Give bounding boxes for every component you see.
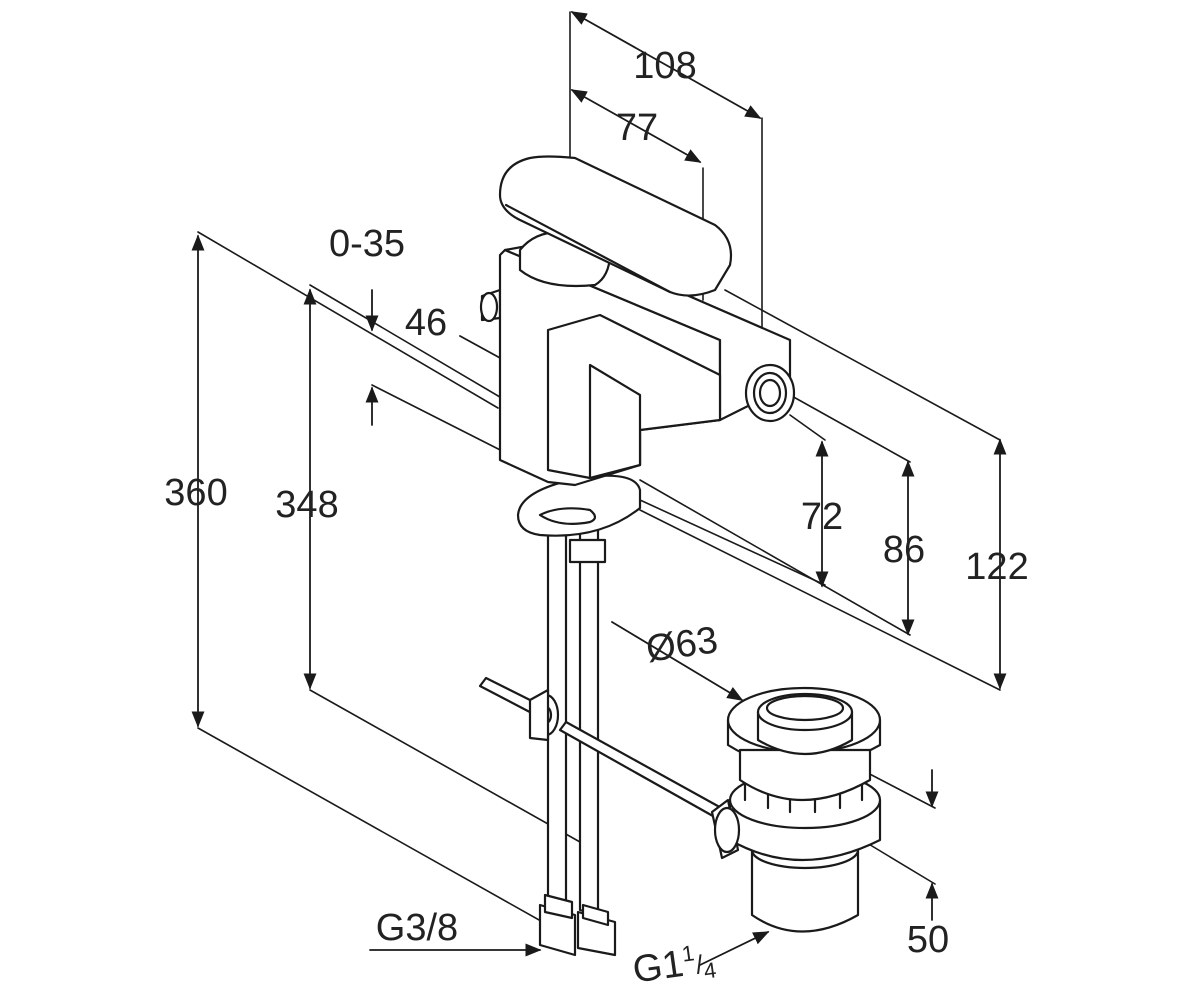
dim-360-label: 360 (164, 472, 228, 514)
dim-108-label: 108 (633, 45, 697, 87)
dim-g114-main: G1 (630, 942, 687, 992)
dim-0-35-label: 0-35 (328, 223, 406, 265)
dim-77-label: 77 (615, 107, 659, 149)
dim-d63-label: Ø63 (643, 619, 721, 671)
dim-46-label: 46 (404, 302, 448, 344)
pop-up-waste (710, 686, 882, 933)
dim-122-label: 122 (965, 546, 1029, 588)
dim-g38-label: G3/8 (375, 907, 459, 949)
extension-lines (197, 11, 1001, 926)
dim-50-label: 50 (906, 919, 950, 961)
mixer-body (479, 155, 796, 564)
dim-108-line (570, 11, 762, 119)
dim-72-label: 72 (800, 496, 844, 538)
pop-up-rod (478, 676, 727, 822)
dim-348-label: 348 (275, 484, 339, 526)
dim-d63-leader (611, 621, 744, 701)
dim-77-line (570, 89, 702, 163)
dim-g114-leader (699, 931, 770, 966)
dim-86-label: 86 (882, 529, 926, 571)
supply-hoses (538, 498, 617, 957)
